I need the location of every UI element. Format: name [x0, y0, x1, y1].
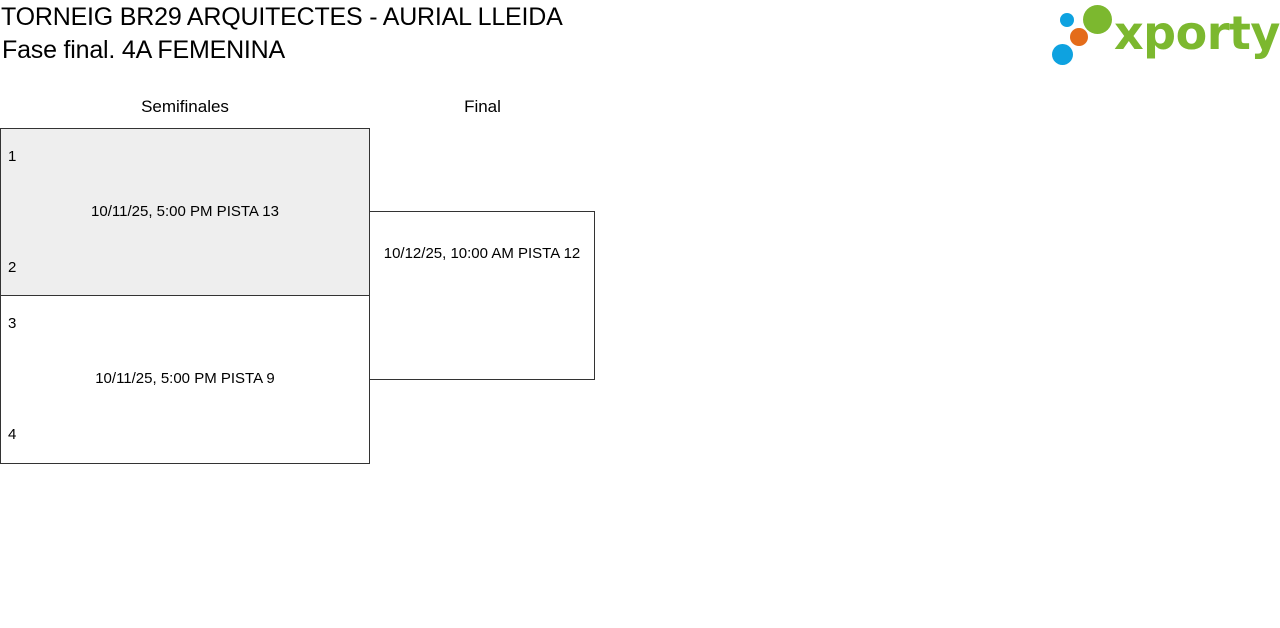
team-seed: 4 — [8, 426, 17, 443]
logo-large-blue-dot — [1052, 44, 1073, 65]
semifinal-match-2[interactable]: 3 10/11/25, 5:00 PM PISTA 9 4 — [0, 295, 370, 464]
final-match[interactable]: 10/12/25, 10:00 AM PISTA 12 — [369, 211, 595, 380]
tournament-title: TORNEIG BR29 ARQUITECTES - AURIAL LLEIDA — [1, 3, 563, 31]
team-seed: 1 — [8, 148, 17, 165]
round-header-semifinals: Semifinales — [141, 97, 229, 116]
logo-small-blue-dot — [1060, 13, 1074, 27]
logo-green-dot — [1083, 5, 1112, 34]
logo-orange-dot — [1070, 28, 1088, 46]
team-seed: 2 — [8, 259, 17, 276]
logo-wordmark: xporty — [1114, 6, 1280, 60]
match-schedule: 10/11/25, 5:00 PM PISTA 9 — [95, 370, 275, 387]
semifinal-match-1[interactable]: 1 10/11/25, 5:00 PM PISTA 13 2 — [0, 128, 370, 296]
match-schedule: 10/11/25, 5:00 PM PISTA 13 — [91, 203, 279, 220]
xporty-logo[interactable]: xporty — [1050, 2, 1280, 68]
match-schedule: 10/12/25, 10:00 AM PISTA 12 — [383, 245, 581, 262]
round-header-final: Final — [464, 97, 501, 116]
phase-subtitle: Fase final. 4A FEMENINA — [2, 36, 285, 64]
team-seed: 3 — [8, 315, 17, 332]
